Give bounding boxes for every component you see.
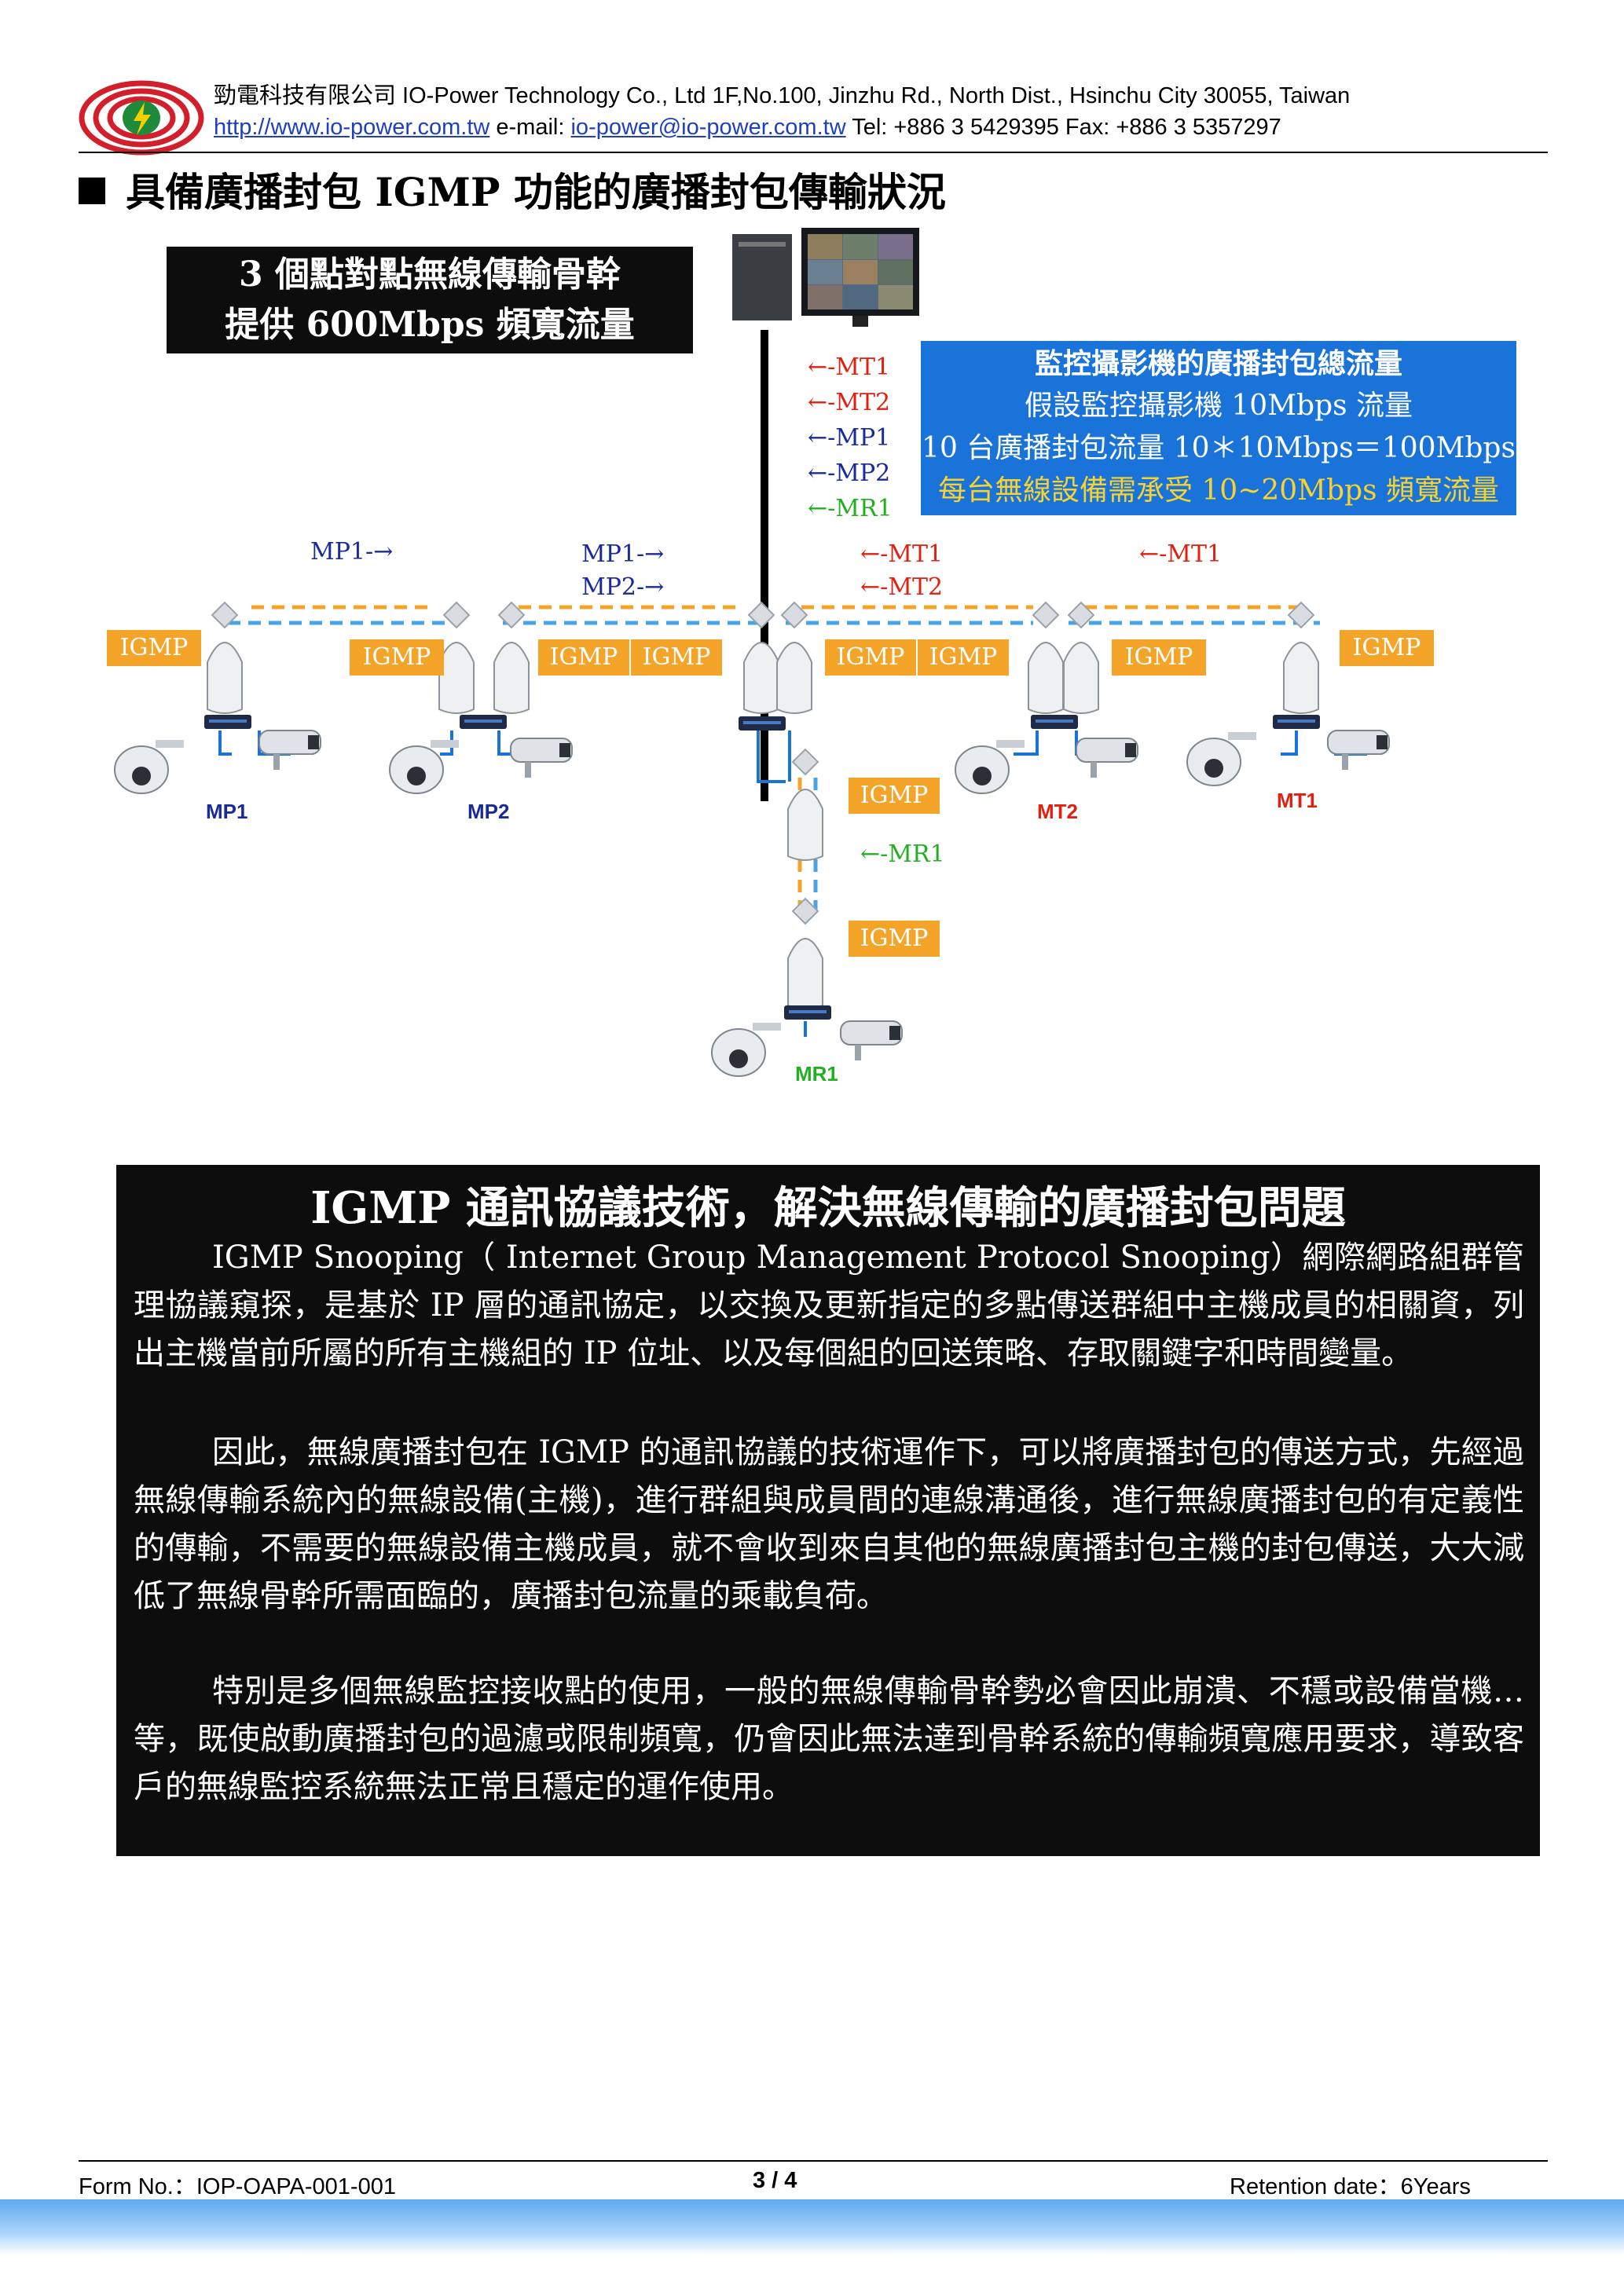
site-label-mt2: MT2	[1037, 800, 1078, 823]
traffic-line-2: 假設監控攝影機 10Mbps 流量	[1024, 390, 1413, 422]
dome-camera-icon	[389, 739, 460, 794]
section-title: 具備廣播封包 IGMP 功能的廣播封包傳輸狀況	[79, 161, 946, 218]
igmp-badge: IGMP	[538, 639, 629, 676]
flow-label-mt2: ←-MT2	[808, 389, 891, 416]
flow-label-mr1-down: ←-MR1	[860, 840, 945, 868]
bullet-camera-icon	[1327, 730, 1390, 771]
flow-label-mp1-left: MP1-→	[310, 538, 394, 566]
bullet-camera-icon	[840, 1020, 903, 1061]
traffic-line-1: 監控攝影機的廣播封包總流量	[1034, 347, 1402, 380]
page-number: 3 / 4	[753, 2168, 797, 2193]
access-point-icon	[776, 602, 812, 714]
network-switch-icon	[460, 715, 507, 729]
company-logo	[79, 80, 204, 156]
header-divider	[79, 152, 1548, 153]
bullet-camera-icon	[510, 738, 573, 778]
contact-line: http://www.io-power.com.tw e-mail: io-po…	[214, 115, 1281, 141]
panel-paragraph-3: 特別是多個無線監控接收點的使用，一般的無線傳輸骨幹勢必會因此崩潰、不穩或設備當機…	[134, 1673, 1524, 1805]
flow-label-mr1: ←-MR1	[808, 495, 893, 522]
igmp-badge: IGMP	[1340, 630, 1434, 666]
footer-band	[0, 2199, 1624, 2254]
flow-label-mt2-mid: ←-MT2	[860, 573, 944, 601]
network-switch-icon	[1273, 715, 1320, 729]
access-point-icon	[1283, 602, 1319, 714]
dome-camera-icon	[955, 739, 1025, 794]
site-label-mt1: MT1	[1277, 789, 1318, 812]
flow-label-mp2: ←-MP2	[808, 460, 891, 487]
traffic-line-3: 10 台廣播封包流量 10＊10Mbps＝100Mbps	[922, 432, 1516, 464]
email-link[interactable]: io-power@io-power.com.tw	[570, 115, 846, 140]
access-point-icon	[787, 898, 823, 1010]
igmp-badge: IGMP	[350, 639, 444, 676]
monitoring-pc-icon	[732, 228, 919, 327]
flow-label-mt1: ←-MT1	[808, 353, 891, 381]
flow-label-mp1-mid: MP1-→	[581, 540, 665, 568]
bullet-camera-icon	[1076, 738, 1138, 778]
access-point-icon	[743, 602, 779, 714]
dome-camera-icon	[114, 739, 185, 794]
igmp-badge: IGMP	[918, 639, 1009, 676]
square-bullet-icon	[79, 178, 105, 204]
access-point-icon	[1063, 602, 1099, 714]
network-switch-icon	[739, 716, 786, 731]
flow-label-mp2-mid: MP2-→	[581, 573, 665, 601]
email-label: e-mail:	[489, 115, 571, 140]
backbone-line-1: 3 個點對點無線傳輸骨幹	[239, 255, 621, 295]
access-point-icon	[1028, 602, 1064, 714]
network-switch-icon	[784, 1005, 831, 1020]
company-address-line: 勁電科技有限公司 IO-Power Technology Co., Ltd 1F…	[214, 83, 1351, 108]
igmp-network-diagram: 3 個點對點無線傳輸骨幹 提供 600Mbps 頻寬流量 監控攝影機的廣播封包總…	[94, 228, 1540, 1108]
access-point-icon	[493, 602, 530, 714]
flow-label-mp1: ←-MP1	[808, 424, 891, 452]
panel-paragraph-2: 因此，無線廣播封包在 IGMP 的通訊協議的技術運作下，可以將廣播封包的傳送方式…	[134, 1434, 1524, 1614]
retention-date: Retention date：6Years	[1230, 2174, 1471, 2199]
flow-label-mt1-mid: ←-MT1	[860, 540, 944, 568]
igmp-badge: IGMP	[849, 778, 940, 814]
panel-title: IGMP 通訊協議技術，解決無線傳輸的廣播封包問題	[310, 1182, 1346, 1234]
igmp-badge: IGMP	[107, 630, 201, 666]
site-label-mp2: MP2	[467, 800, 510, 823]
igmp-badge: IGMP	[825, 639, 916, 676]
igmp-badge: IGMP	[1112, 639, 1206, 676]
traffic-line-4: 每台無線設備需承受 10~20Mbps 頻寬流量	[937, 474, 1500, 507]
site-label-mp1: MP1	[206, 800, 248, 823]
panel-paragraph-1: IGMP Snooping（ Internet Group Management…	[134, 1240, 1524, 1371]
bullet-camera-icon	[258, 730, 321, 771]
access-point-icon	[438, 602, 475, 714]
diagram-lines	[114, 228, 1390, 1077]
phone-fax: Tel: +886 3 5429395 Fax: +886 3 5357297	[845, 115, 1281, 140]
site-label-mr1: MR1	[795, 1062, 838, 1086]
network-switch-icon	[1031, 715, 1078, 729]
website-link[interactable]: http://www.io-power.com.tw	[214, 115, 490, 140]
dome-camera-icon	[1186, 731, 1257, 786]
access-point-icon	[207, 602, 243, 714]
form-number: Form No.：IOP-OAPA-001-001	[79, 2174, 396, 2199]
igmp-badge: IGMP	[631, 639, 722, 676]
footer-divider	[79, 2160, 1548, 2162]
dome-camera-icon	[711, 1022, 782, 1077]
igmp-badge: IGMP	[849, 921, 940, 957]
igmp-explanation-panel: IGMP 通訊協議技術，解決無線傳輸的廣播封包問題 IGMP Snooping（…	[116, 1165, 1540, 1856]
traffic-summary-box: 監控攝影機的廣播封包總流量 假設監控攝影機 10Mbps 流量 10 台廣播封包…	[921, 341, 1516, 515]
flow-label-mt1-right: ←-MT1	[1139, 540, 1223, 568]
backbone-capacity-box: 3 個點對點無線傳輸骨幹 提供 600Mbps 頻寬流量	[167, 247, 693, 353]
network-switch-icon	[204, 715, 251, 729]
access-point-icon	[787, 749, 823, 861]
backbone-line-2: 提供 600Mbps 頻寬流量	[225, 305, 635, 345]
